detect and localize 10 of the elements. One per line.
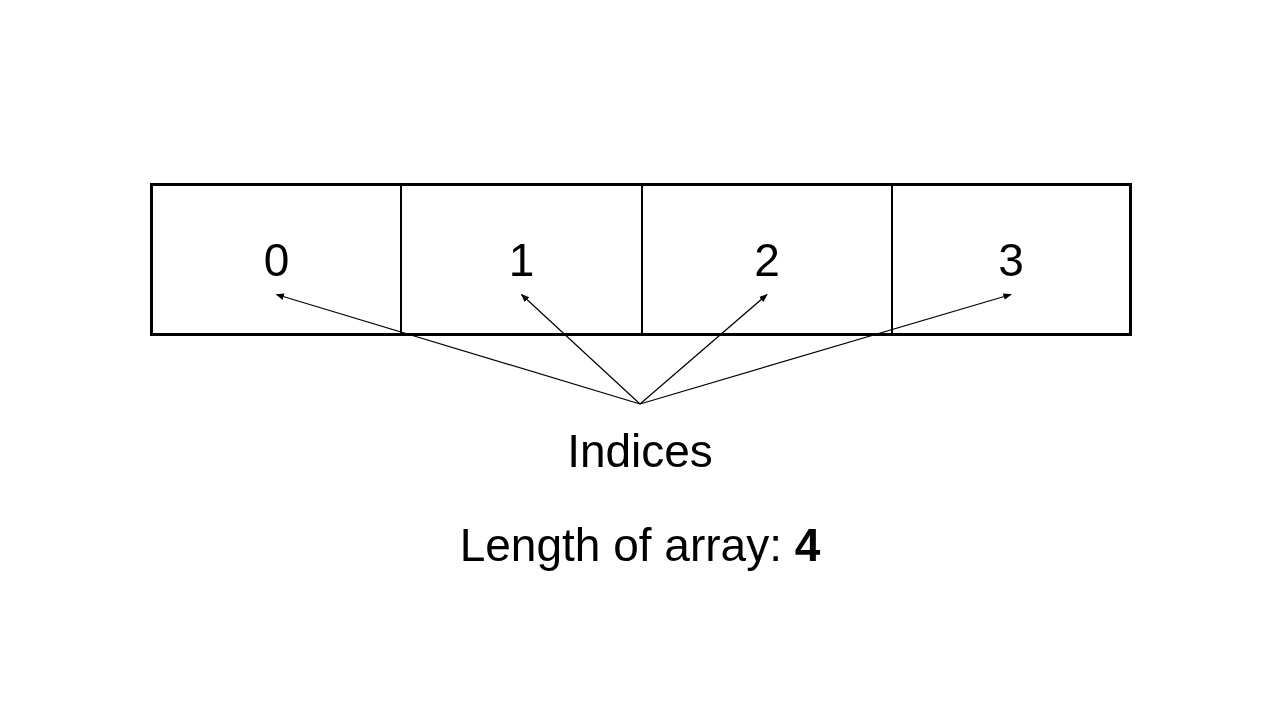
indices-label: Indices bbox=[567, 428, 713, 474]
index-number: 1 bbox=[508, 236, 535, 283]
array-box bbox=[150, 183, 1132, 336]
arrow bbox=[275, 293, 641, 405]
index-number: 2 bbox=[754, 236, 780, 283]
arrow bbox=[639, 293, 1012, 405]
arrow bbox=[639, 293, 768, 405]
index-number: 0 bbox=[263, 236, 290, 283]
arrow bbox=[520, 293, 641, 405]
index-number: 3 bbox=[998, 236, 1024, 283]
